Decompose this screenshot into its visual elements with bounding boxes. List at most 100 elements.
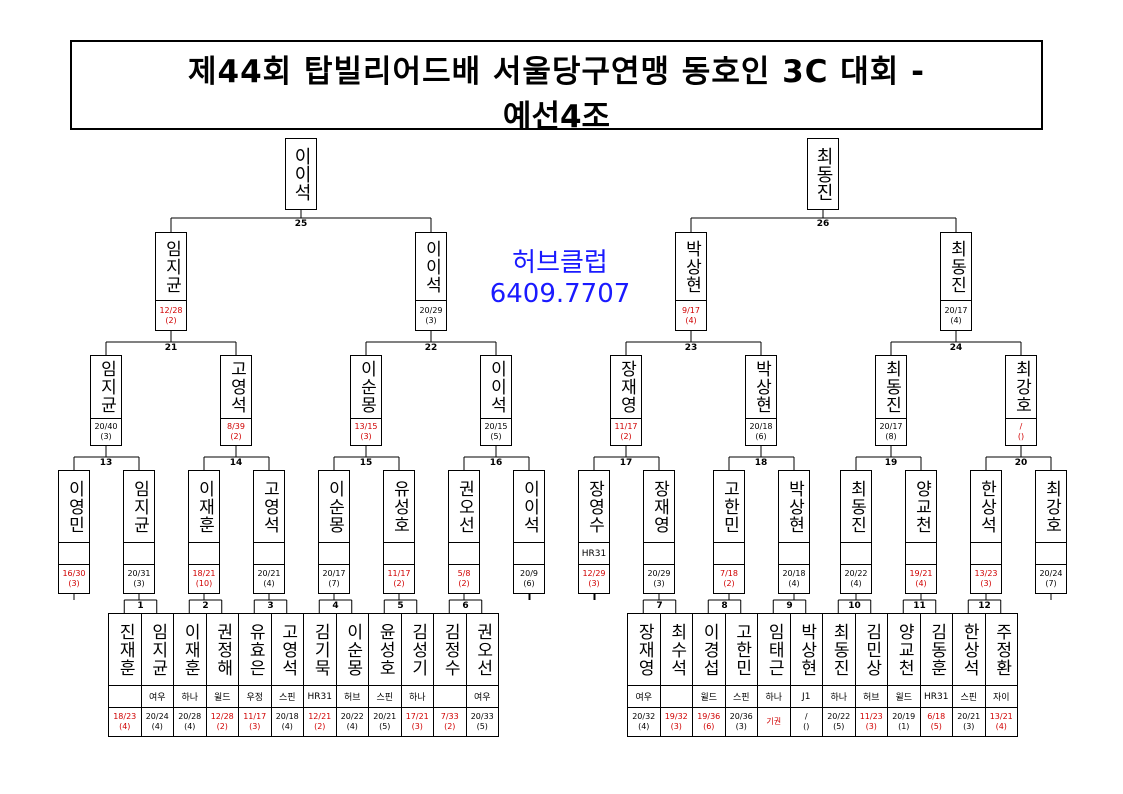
club-label: 여우 <box>466 686 498 708</box>
player-name: 고영석 <box>271 614 303 686</box>
rank-value: (2) <box>216 722 228 731</box>
club-label <box>434 686 466 708</box>
player-name-text: 윤성호 <box>375 622 396 677</box>
match-number: 5 <box>397 601 404 611</box>
match-number: 19 <box>884 458 898 468</box>
player-name: 권정해 <box>206 614 238 686</box>
rank-value: (2) <box>393 579 405 588</box>
player-name: 이재훈 <box>174 614 206 686</box>
score-value: 20/31 <box>127 569 151 578</box>
player-name-text: 장재영 <box>634 622 655 677</box>
score-cell: 7/33(2) <box>434 708 466 736</box>
rank-value: (6) <box>755 432 767 441</box>
player-name: 최동진 <box>941 233 971 301</box>
player-name-text: 임지균 <box>161 239 182 294</box>
player-name: 임태근 <box>758 614 790 686</box>
player-name-text: 한상석 <box>959 622 980 677</box>
rank-value: (3) <box>653 579 665 588</box>
match-number: 18 <box>754 458 768 468</box>
score-value: 9/17 <box>682 305 700 315</box>
rank-value: (4) <box>850 579 862 588</box>
player-name: 최동진 <box>823 614 855 686</box>
player-name: 최동진 <box>841 471 871 543</box>
player-name: 박상현 <box>779 471 809 543</box>
rank-value: (3) <box>133 579 145 588</box>
score-cell: 20/22(4) <box>841 565 871 593</box>
winner-name: 이이석 <box>291 147 312 201</box>
score-value: 20/36 <box>729 712 753 721</box>
match-number: 4 <box>332 601 339 611</box>
match-number: 12 <box>978 601 991 611</box>
score-value: 20/28 <box>178 712 202 721</box>
player-name: 유효은 <box>239 614 271 686</box>
player-name-text: 박상현 <box>796 622 817 677</box>
player-name: 김민상 <box>855 614 887 686</box>
score-value: 7/18 <box>720 569 738 578</box>
player-name-text: 최동진 <box>881 360 902 414</box>
rank-value: (5) <box>490 432 502 441</box>
player-name-text: 박상현 <box>751 360 772 414</box>
rank-value: (2) <box>723 579 735 588</box>
score-value: 17/21 <box>405 712 429 721</box>
player-name-text: 장재영 <box>649 479 670 534</box>
score-cell: 20/21(3) <box>953 708 985 736</box>
round4-player: 임지균 20/31(3) <box>123 470 155 594</box>
score-value: 11/17 <box>243 712 267 721</box>
player-name-text: 최동진 <box>829 622 850 677</box>
player-name: 임지균 <box>124 471 154 543</box>
rank-value: (5) <box>476 722 488 731</box>
player-name: 김정수 <box>434 614 466 686</box>
score-value: 18/23 <box>113 712 137 721</box>
sponsor-name: 허브클럽 <box>512 248 608 278</box>
score-value: 20/33 <box>470 712 494 721</box>
score-cell: 20/29(3) <box>644 565 674 593</box>
player-name-text: 양교천 <box>894 622 915 677</box>
match-number: 13 <box>99 458 113 468</box>
match-number: 7 <box>656 601 663 611</box>
score-cell: 5/8(2) <box>449 565 479 593</box>
score-cell: 19/32(3) <box>661 708 693 736</box>
score-cell: 11/23(3) <box>856 708 888 736</box>
player-name-text: 이경섭 <box>699 622 720 677</box>
score-value: 12/21 <box>308 712 332 721</box>
player-name-text: 김동훈 <box>926 622 947 677</box>
winner-name: 최동진 <box>813 147 834 201</box>
player-name: 이순몽 <box>336 614 368 686</box>
score-cell: 16/30(3) <box>59 565 89 593</box>
score-cell: 13/21(4) <box>986 708 1018 736</box>
score-cell: 19/36(6) <box>693 708 725 736</box>
player-name-text: 이순몽 <box>324 479 345 534</box>
score-value: 16/30 <box>62 569 86 578</box>
title-box: 제44회 탑빌리어드배 서울당구연맹 동호인 3C 대회 - 예선4조 <box>70 40 1043 135</box>
club-label <box>644 543 674 565</box>
player-name-text: 장영수 <box>584 479 605 534</box>
rank-value: () <box>803 722 810 731</box>
rank-value: (7) <box>328 579 340 588</box>
player-name: 권오선 <box>466 614 498 686</box>
player-name-text: 이영민 <box>64 479 85 534</box>
score-value: 13/23 <box>974 569 998 578</box>
rank-value: (3) <box>100 432 112 441</box>
player-name: 장재영 <box>611 356 641 419</box>
score-value: 20/40 <box>94 422 118 431</box>
title-line1: 제44회 탑빌리어드배 서울당구연맹 동호인 3C 대회 - <box>188 54 925 90</box>
rank-value: (3) <box>68 579 80 588</box>
score-value: 19/21 <box>909 569 933 578</box>
score-cell: 20/40(3) <box>91 419 121 445</box>
player-name-text: 고한민 <box>719 479 740 534</box>
